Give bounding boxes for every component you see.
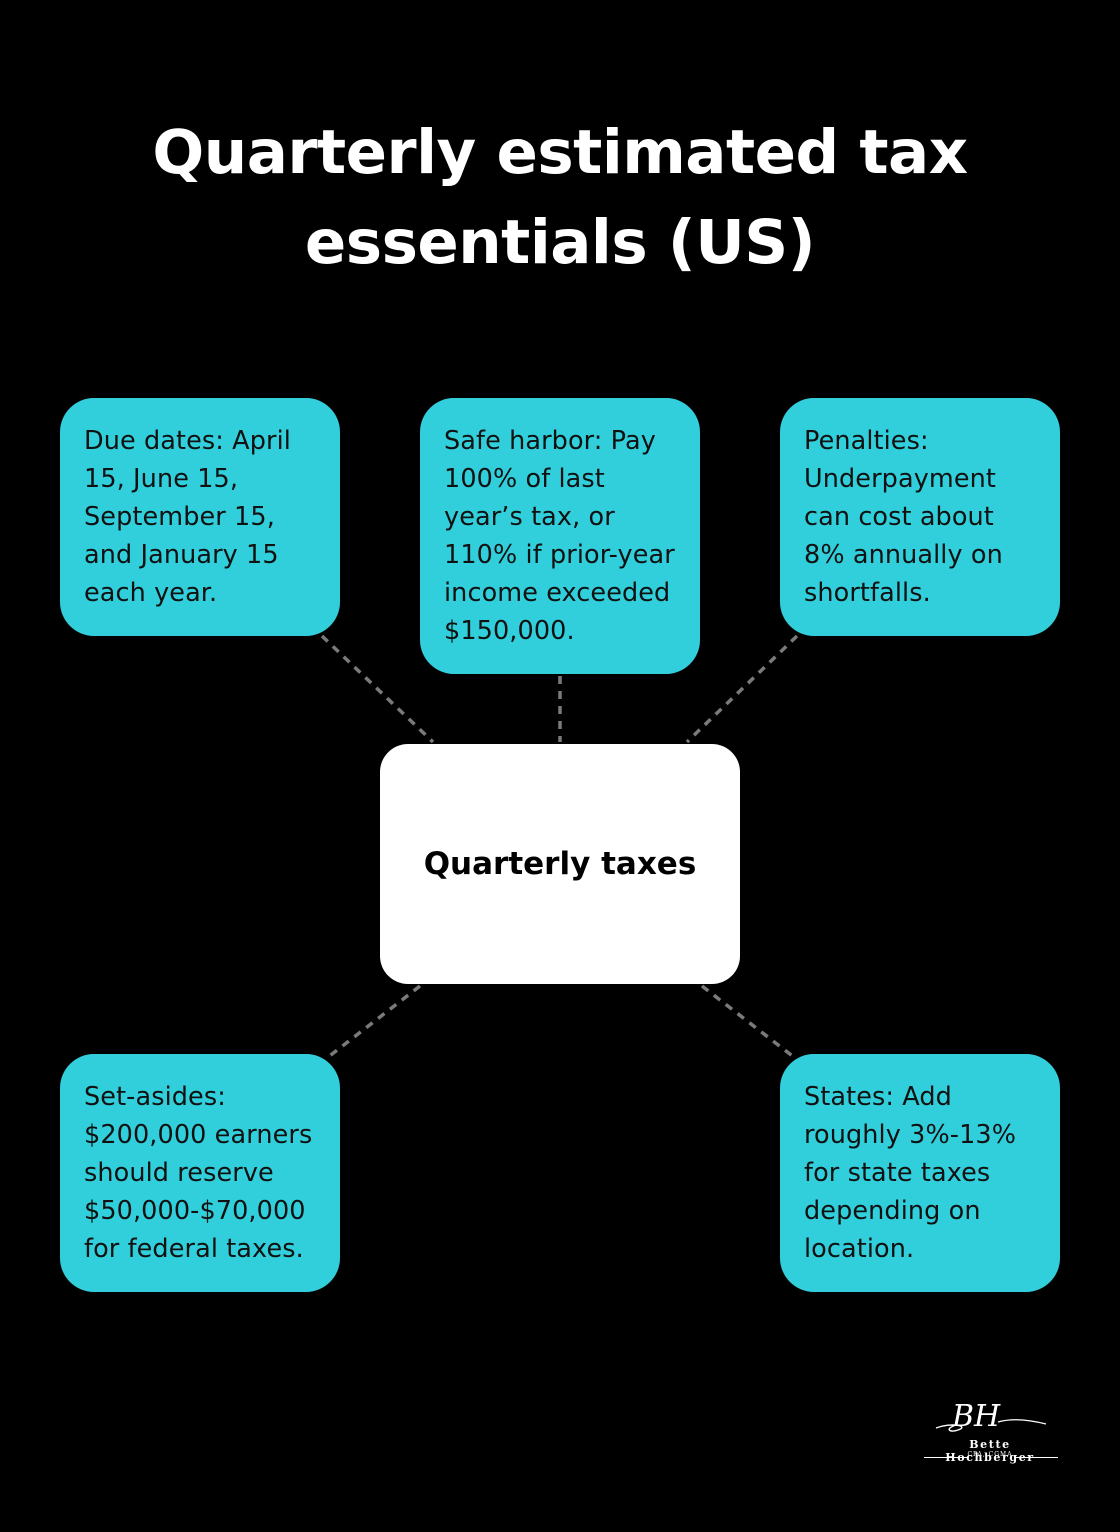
- connector-set-asides: [325, 984, 422, 1060]
- brand-rule-right: [1014, 1457, 1058, 1458]
- monogram-text: BH: [951, 1399, 1001, 1434]
- node-due-dates: Due dates: April 15, June 15, September …: [60, 398, 340, 636]
- brand-name: Bette Hochberger: [945, 1438, 1035, 1464]
- node-safe-harbor: Safe harbor: Pay 100% of last year’s tax…: [420, 398, 700, 674]
- page-title: Quarterly estimated tax essentials (US): [152, 117, 968, 278]
- connector-penalties: [685, 634, 799, 744]
- node-set-asides: Set-asides: $200,000 earners should rese…: [60, 1054, 340, 1292]
- brand-rule-left: [924, 1457, 968, 1458]
- center-node-label: Quarterly taxes: [423, 846, 697, 882]
- node-states: States: Add roughly 3%-13% for state tax…: [780, 1054, 1060, 1292]
- node-penalties: Penalties: Underpayment can cost about 8…: [780, 398, 1060, 636]
- connector-states: [700, 984, 797, 1060]
- connector-due-dates: [320, 634, 435, 744]
- monogram-signature-icon: BH: [935, 1399, 1047, 1434]
- center-node: Quarterly taxes: [380, 744, 740, 984]
- brand-credentials: CPA, CGMA: [967, 1451, 1013, 1458]
- brand-logo: BH Bette Hochberger CPA, CGMA: [922, 1392, 1062, 1468]
